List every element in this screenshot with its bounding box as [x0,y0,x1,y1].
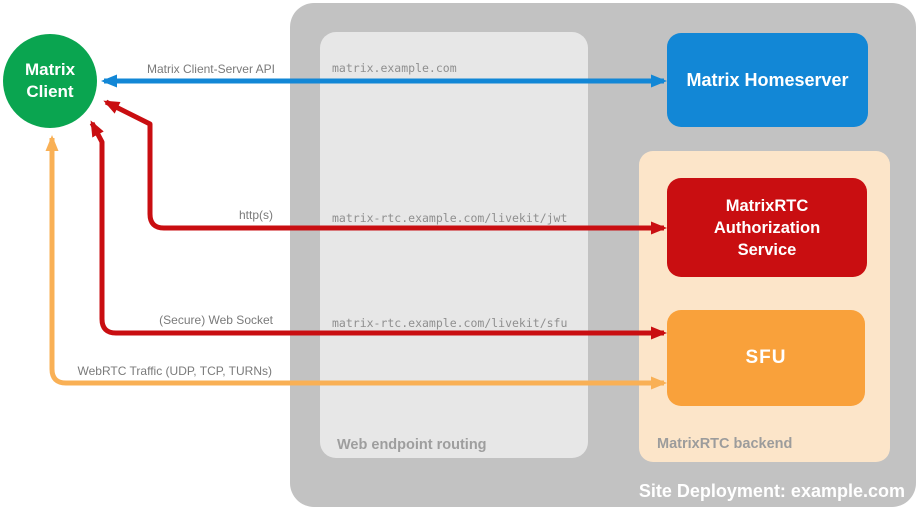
matrixrtc-authorization-service-node: MatrixRTC Authorization Service [667,178,867,277]
client-server-api-arrow-label: Matrix Client-Server API [146,62,275,76]
matrix-homeserver-node: Matrix Homeserver [667,33,868,127]
web-endpoint-routing-caption: Web endpoint routing [337,437,487,453]
route-livekit-sfu: matrix-rtc.example.com/livekit/sfu [332,316,568,330]
matrix-client-node: Matrix Client [3,34,97,128]
matrixrtc-backend-caption: MatrixRTC backend [657,436,793,452]
sfu-label: SFU [745,347,787,368]
web-socket-arrow-label: (Secure) Web Socket [159,313,273,327]
sfu-node: SFU [667,310,865,406]
web-endpoint-routing-box [320,32,588,458]
webrtc-traffic-arrow-label: WebRTC Traffic (UDP, TCP, TURNs) [77,364,273,378]
site-deployment-caption: Site Deployment: example.com [638,481,905,501]
route-matrix-example-com: matrix.example.com [332,61,457,75]
matrixrtc-authorization-service-label: MatrixRTC Authorization Service [713,196,821,259]
matrix-homeserver-label: Matrix Homeserver [686,69,849,90]
https-arrow-label: http(s) [238,208,273,222]
matrix-client-label: Matrix Client [24,60,76,101]
route-livekit-jwt: matrix-rtc.example.com/livekit/jwt [332,211,568,225]
